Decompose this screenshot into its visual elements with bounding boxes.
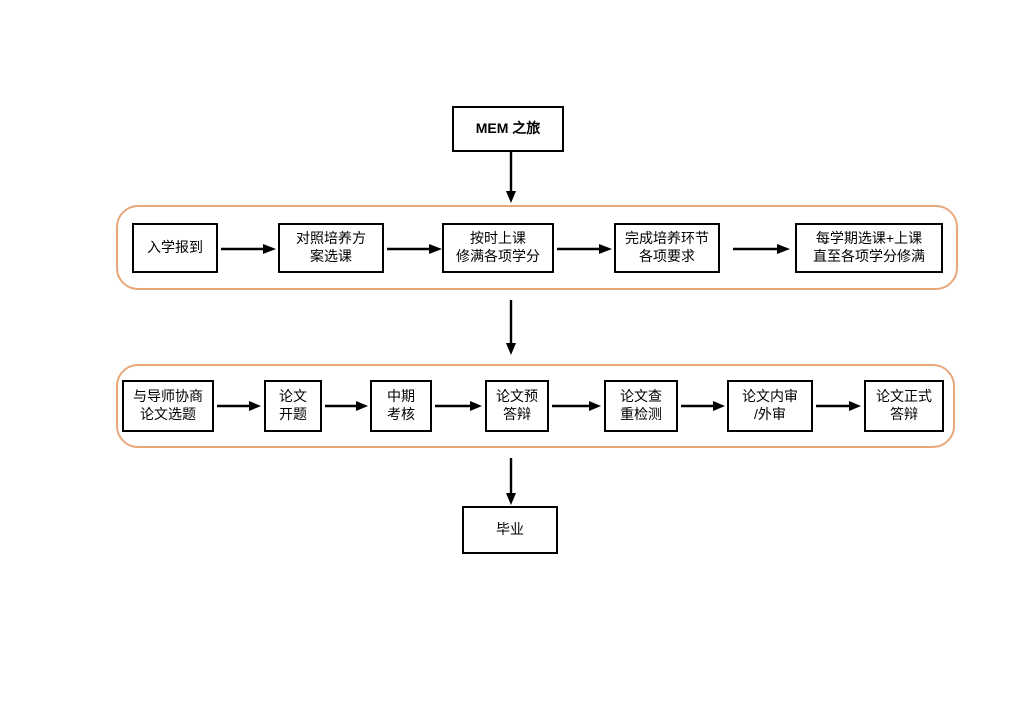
arrow-stage1-to-stage2 bbox=[506, 300, 516, 355]
arrow-row1-2-to-3 bbox=[557, 244, 612, 254]
arrow-row2-0-to-1 bbox=[217, 401, 261, 411]
node-mem-journey: MEM 之旅 bbox=[452, 106, 564, 152]
node-row1-0: 入学报到 bbox=[132, 223, 218, 273]
group-coursework-stage bbox=[116, 205, 958, 290]
node-row2-2: 中期 考核 bbox=[370, 380, 432, 432]
arrow-row1-3-to-4 bbox=[733, 244, 790, 254]
arrow-row2-5-to-6 bbox=[816, 401, 861, 411]
arrow-row2-3-to-4 bbox=[552, 401, 601, 411]
node-row2-0: 与导师协商 论文选题 bbox=[122, 380, 214, 432]
node-row2-5: 论文内审 /外审 bbox=[727, 380, 813, 432]
node-row1-4: 每学期选课+上课 直至各项学分修满 bbox=[795, 223, 943, 273]
node-row2-3: 论文预 答辩 bbox=[485, 380, 549, 432]
node-row1-1: 对照培养方 案选课 bbox=[278, 223, 384, 273]
arrow-row2-1-to-2 bbox=[325, 401, 368, 411]
node-row2-1: 论文 开题 bbox=[264, 380, 322, 432]
node-graduation: 毕业 bbox=[462, 506, 558, 554]
arrow-row2-4-to-5 bbox=[681, 401, 725, 411]
node-row1-2: 按时上课 修满各项学分 bbox=[442, 223, 554, 273]
node-row2-4: 论文查 重检测 bbox=[604, 380, 678, 432]
arrow-row1-1-to-2 bbox=[387, 244, 442, 254]
arrow-row2-2-to-3 bbox=[435, 401, 482, 411]
arrow-stage2-to-end bbox=[506, 458, 516, 505]
arrow-start-to-stage1 bbox=[506, 152, 516, 203]
node-row1-3: 完成培养环节 各项要求 bbox=[614, 223, 720, 273]
arrow-row1-0-to-1 bbox=[221, 244, 276, 254]
group-thesis-stage bbox=[116, 364, 955, 448]
node-row2-6: 论文正式 答辩 bbox=[864, 380, 944, 432]
